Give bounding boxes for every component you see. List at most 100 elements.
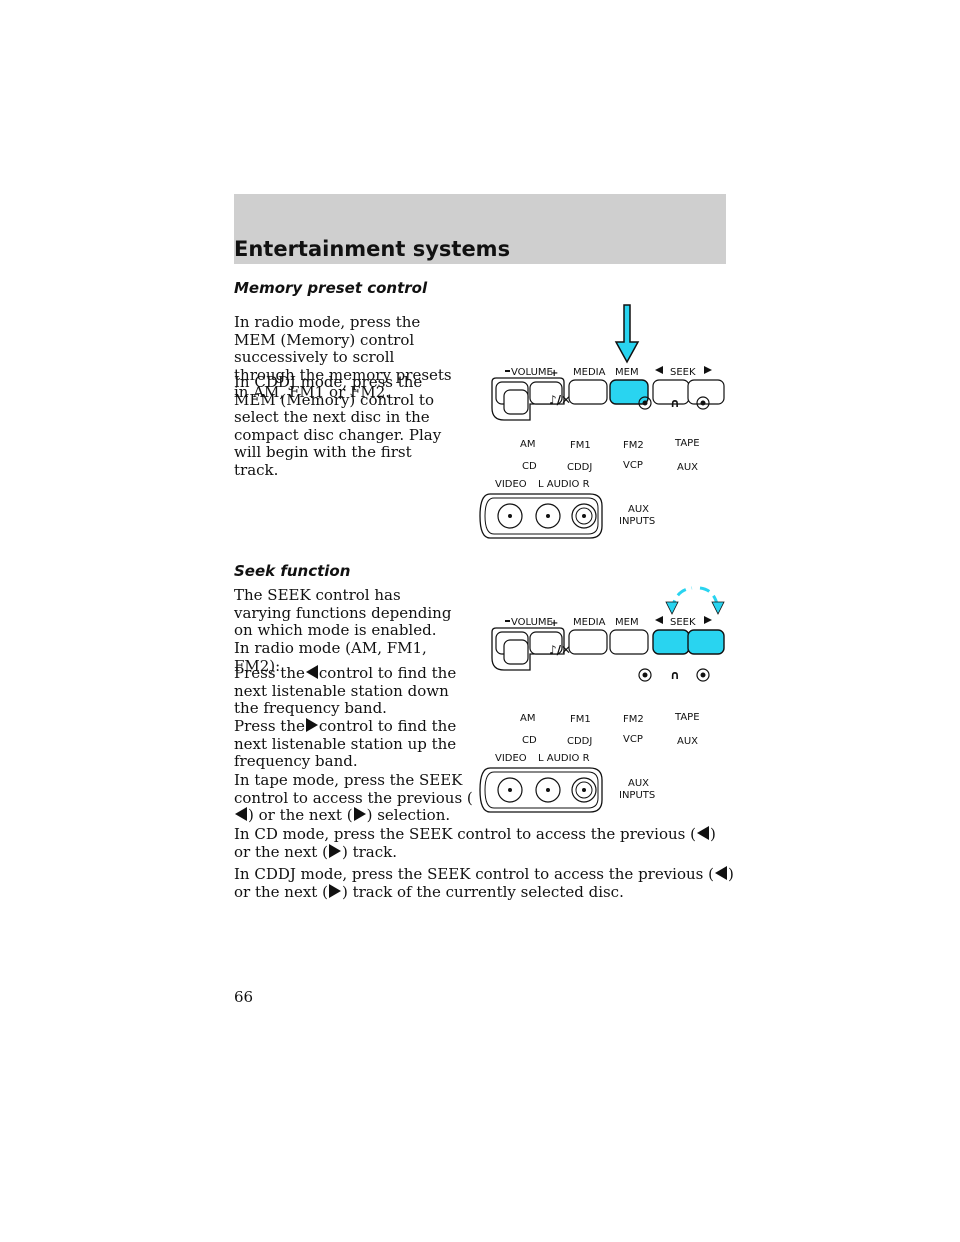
seek-arrow-right-icon <box>699 586 720 611</box>
audio-left-jack[interactable] <box>535 777 561 803</box>
power-button[interactable] <box>503 639 529 665</box>
audio-right-jack[interactable] <box>571 503 597 529</box>
vcp-label: VCP <box>623 734 643 745</box>
audio-label: L AUDIO R <box>538 479 590 490</box>
cddj-text-a: In CDDJ mode, press the SEEK control to … <box>234 865 714 883</box>
seek-paragraph-tape: In tape mode, press the SEEK control to … <box>234 771 474 825</box>
seek-up-text-a: Press the <box>234 717 305 735</box>
cd-text-b: ) or the next ( <box>234 825 716 861</box>
seek-label: SEEK <box>670 367 696 378</box>
cd-label: CD <box>522 461 537 472</box>
knob-left[interactable] <box>638 396 652 410</box>
seek-left-icon <box>715 866 727 880</box>
volume-up-button[interactable] <box>529 631 563 655</box>
header-band <box>234 194 726 264</box>
page-number: 66 <box>234 988 254 1006</box>
knob-left[interactable] <box>638 668 652 682</box>
cddj-label: CDDJ <box>567 736 592 747</box>
knob-right[interactable] <box>696 396 710 410</box>
fm1-label: FM1 <box>570 714 591 725</box>
fm1-label: FM1 <box>570 440 591 451</box>
media-button[interactable] <box>568 629 608 655</box>
cd-label: CD <box>522 735 537 746</box>
fm2-label: FM2 <box>623 440 644 451</box>
fm2-label: FM2 <box>623 714 644 725</box>
seek-up-button[interactable] <box>687 379 725 405</box>
video-jack[interactable] <box>497 777 523 803</box>
seek-left-icon <box>655 366 663 374</box>
seek-right-icon <box>305 718 318 732</box>
seek-up-button-highlighted[interactable] <box>687 629 725 655</box>
page-header-title: Entertainment systems <box>234 237 511 261</box>
audio-label: L AUDIO R <box>538 753 590 764</box>
media-label: MEDIA <box>573 367 606 378</box>
seek-right-icon <box>353 807 366 821</box>
media-button[interactable] <box>568 379 608 405</box>
seek-right-icon <box>328 883 341 898</box>
seek-left-icon <box>305 665 318 679</box>
seek-right-icon <box>704 366 712 374</box>
cddj-label: CDDJ <box>567 462 592 473</box>
headphone-icon: ∩ <box>670 396 680 410</box>
seek-down-text-a: Press the <box>234 664 305 682</box>
tape-text-c: ) selection. <box>366 806 451 824</box>
tape-label: TAPE <box>674 438 700 449</box>
volume-label: VOLUME <box>511 367 553 378</box>
volume-label: VOLUME <box>511 617 553 628</box>
seek-right-icon <box>704 616 712 624</box>
seek-paragraph-radio-mode: In radio mode (AM, FM1, FM2): <box>234 639 427 675</box>
seek-left-icon <box>235 807 247 821</box>
seek-label: SEEK <box>670 617 696 628</box>
knob-right[interactable] <box>696 668 710 682</box>
seek-down-text-b: control to find the next listenable stat… <box>234 664 457 717</box>
seek-paragraph-cd: In CD mode, press the SEEK control to ac… <box>234 825 734 861</box>
am-label: AM <box>520 439 535 450</box>
media-label: MEDIA <box>573 617 606 628</box>
mute-icon: ♪/✕ <box>549 393 571 407</box>
aux-label: AUX <box>677 736 698 747</box>
cddj-text-c: ) track of the currently selected disc. <box>341 882 624 901</box>
seek-left-icon <box>655 616 663 624</box>
seek-paragraph-cddj: In CDDJ mode, press the SEEK control to … <box>234 865 734 901</box>
seek-down-button-highlighted[interactable] <box>652 629 690 655</box>
cddj-text-b: ) or the next ( <box>234 865 734 901</box>
volume-plus-icon: + <box>550 618 558 629</box>
vcp-label: VCP <box>623 460 643 471</box>
tape-text-a: In tape mode, press the SEEK control to … <box>234 771 473 807</box>
memory-preset-heading: Memory preset control <box>234 279 428 297</box>
seek-right-icon <box>328 843 341 858</box>
video-jack[interactable] <box>497 503 523 529</box>
aux-inputs-label-1: AUX <box>628 504 649 515</box>
aux-label: AUX <box>677 462 698 473</box>
aux-inputs-label-2: INPUTS <box>619 516 655 527</box>
tape-label: TAPE <box>674 712 700 723</box>
aux-inputs-label-1: AUX <box>628 778 649 789</box>
headphone-icon: ∩ <box>670 668 680 682</box>
memory-paragraph-1: In radio mode, press the MEM (Memory) co… <box>234 313 452 401</box>
audio-left-jack[interactable] <box>535 503 561 529</box>
radio-control-diagram-seek: VOLUME + MEDIA MEM SEEK ♪/✕ ∩ AM FM1 FM2… <box>470 572 740 822</box>
radio-control-diagram-mem: VOLUME + MEDIA MEM SEEK ♪/✕ ∩ AM FM1 FM2… <box>470 300 740 550</box>
video-label: VIDEO <box>495 479 527 490</box>
seek-left-icon <box>696 826 709 840</box>
mute-icon: ♪/✕ <box>549 643 571 657</box>
mem-button-highlighted[interactable] <box>609 379 649 405</box>
am-label: AM <box>520 713 535 724</box>
mem-label: MEM <box>615 617 639 628</box>
mem-button[interactable] <box>609 629 649 655</box>
power-button[interactable] <box>503 389 529 415</box>
volume-up-button[interactable] <box>529 381 563 405</box>
audio-right-jack[interactable] <box>571 777 597 803</box>
memory-paragraph-2: In CDDJ mode, press the MEM (Memory) con… <box>234 373 442 479</box>
volume-plus-icon: + <box>550 368 558 379</box>
seek-paragraph-1: The SEEK control has varying functions d… <box>234 586 452 639</box>
cd-text-a: In CD mode, press the SEEK control to ac… <box>234 825 696 843</box>
cd-text-c: ) track. <box>341 842 397 861</box>
video-label: VIDEO <box>495 753 527 764</box>
tape-text-b: ) or the next ( <box>248 806 353 824</box>
seek-up-text-b: control to find the next listenable stat… <box>234 717 457 770</box>
mem-label: MEM <box>615 367 639 378</box>
mem-arrow-icon <box>614 304 640 364</box>
